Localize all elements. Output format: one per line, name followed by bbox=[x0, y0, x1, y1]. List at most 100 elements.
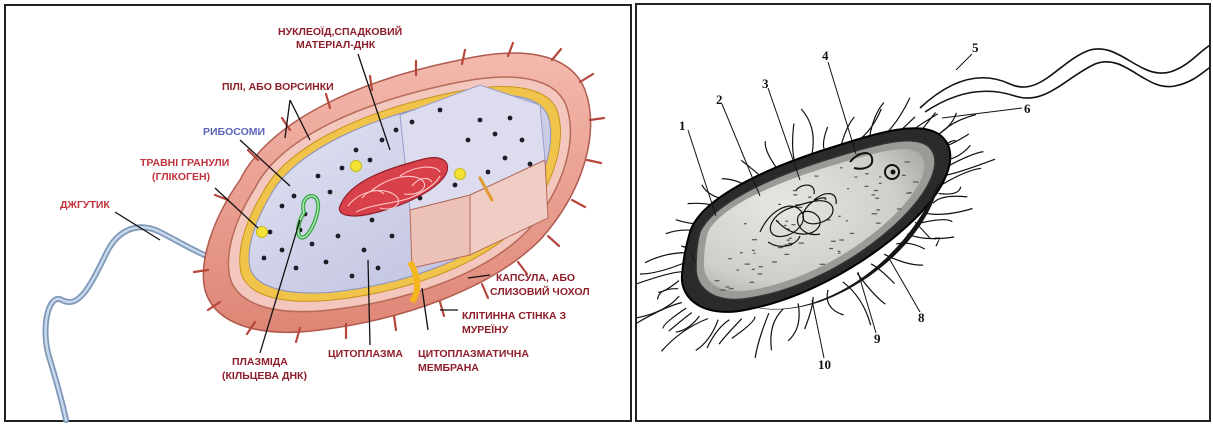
pilus-hair bbox=[707, 320, 729, 348]
granule-speck bbox=[750, 282, 755, 283]
number-label-2: 2 bbox=[716, 92, 723, 107]
right-panel: 1 2 3 4 5 6 7 8 9 10 bbox=[632, 4, 1212, 421]
pilus-hair bbox=[788, 303, 799, 340]
ribosomes-label: РИБОСОМИ bbox=[203, 126, 265, 138]
granule-speck bbox=[872, 213, 878, 214]
number-label-10: 10 bbox=[818, 357, 831, 372]
granule-speck bbox=[752, 239, 757, 240]
granule-speck bbox=[715, 280, 720, 281]
granule-speck bbox=[865, 186, 869, 187]
granule-speck bbox=[787, 240, 790, 241]
left-panel: НУКЛЕОЇД,СПАДКОВИЙ МАТЕРІАЛ-ДНК ПІЛІ, АБ… bbox=[5, 5, 631, 421]
granule-speck bbox=[905, 161, 910, 162]
granule-speck bbox=[752, 250, 755, 251]
granule-speck bbox=[726, 286, 730, 287]
granule-speck bbox=[729, 288, 734, 289]
pili-label: ПІЛІ, АБО ВОРСИНКИ bbox=[222, 81, 334, 93]
pilus-hair bbox=[907, 234, 954, 239]
granule-speck bbox=[814, 176, 818, 177]
granule-speck bbox=[744, 223, 747, 224]
granule-speck bbox=[808, 197, 811, 198]
granule-speck bbox=[784, 225, 787, 226]
granule-speck bbox=[720, 289, 726, 290]
flagellum-label: ДЖГУТИК bbox=[60, 199, 110, 211]
pilus-hair bbox=[805, 297, 814, 329]
cell-wall-label: КЛІТИННА СТІНКА З МУРЕЇНУ bbox=[462, 310, 569, 336]
granule-speck bbox=[772, 261, 777, 262]
pilus-hair bbox=[635, 303, 682, 325]
capsule-label: КАПСУЛА, АБО СЛИЗОВИЙ ЧОХОЛ bbox=[490, 272, 590, 298]
pilus-hair bbox=[658, 289, 679, 300]
pilus-hair bbox=[939, 187, 961, 194]
granule-speck bbox=[753, 253, 755, 254]
granule-speck bbox=[902, 175, 906, 176]
pilus-hair bbox=[857, 273, 885, 304]
right-flagella bbox=[920, 44, 1212, 112]
granule-speck bbox=[793, 194, 797, 195]
granule-speck bbox=[740, 252, 743, 253]
plasmid-label: ПЛАЗМІДА (КІЛЬЦЕВА ДНК) bbox=[222, 356, 307, 382]
granule-speck bbox=[745, 264, 750, 265]
granule-speck bbox=[785, 221, 788, 222]
granule-speck bbox=[784, 254, 789, 255]
pilus-hair bbox=[945, 159, 995, 175]
number-label-3: 3 bbox=[762, 76, 769, 91]
granule-speck bbox=[789, 238, 792, 239]
pilus-hair bbox=[658, 281, 679, 293]
number-label-8: 8 bbox=[918, 310, 925, 325]
granule-speck bbox=[876, 223, 881, 224]
granule-speck bbox=[850, 233, 854, 234]
granule-speck bbox=[840, 167, 843, 168]
granule-speck bbox=[897, 208, 902, 209]
number-label-4: 4 bbox=[822, 48, 829, 63]
granule-speck bbox=[913, 181, 919, 182]
granule-speck bbox=[736, 270, 739, 271]
granule-speck bbox=[728, 258, 732, 259]
number-label-5: 5 bbox=[972, 40, 979, 55]
pilus-hair bbox=[719, 319, 742, 344]
granule-speck bbox=[839, 239, 844, 240]
granule-speck bbox=[778, 204, 781, 205]
pilus-hair bbox=[926, 209, 973, 215]
granule-speck bbox=[799, 243, 805, 244]
granule-speck bbox=[865, 173, 869, 174]
granule-speck bbox=[909, 192, 912, 193]
food-granules-label: ТРАВНІ ГРАНУЛИ (ГЛІКОГЕН) bbox=[140, 157, 232, 183]
pilus-hair bbox=[663, 308, 686, 328]
granule-speck bbox=[875, 198, 879, 199]
granule-speck bbox=[846, 220, 848, 221]
granule-speck bbox=[778, 247, 783, 248]
pilus-hair bbox=[732, 317, 755, 339]
membrane-label: ЦИТОПЛАЗМАТИЧНА МЕМБРАНА bbox=[418, 348, 532, 374]
granule-speck bbox=[876, 209, 880, 210]
pilus-hair bbox=[801, 109, 813, 159]
pilus-hair bbox=[933, 196, 967, 203]
pilus-hair bbox=[871, 264, 895, 284]
number-label-1: 1 bbox=[679, 118, 686, 133]
granule-speck bbox=[872, 194, 875, 195]
granule-speck bbox=[838, 253, 841, 254]
pilus-hair bbox=[755, 313, 769, 358]
pilus-hair bbox=[771, 309, 783, 351]
granule-speck bbox=[829, 248, 833, 249]
granule-speck bbox=[759, 266, 763, 267]
granule-speck bbox=[838, 251, 841, 252]
granule-speck bbox=[820, 264, 825, 265]
nucleoid-label: НУКЛЕОЇД,СПАДКОВИЙ МАТЕРІАЛ-ДНК bbox=[278, 25, 405, 51]
granule-speck bbox=[855, 177, 858, 178]
granule-speck bbox=[874, 190, 878, 191]
number-label-6: 6 bbox=[1024, 101, 1031, 116]
granule-speck bbox=[791, 224, 795, 225]
granule-speck bbox=[879, 183, 882, 184]
granule-speck bbox=[831, 241, 836, 242]
granule-speck bbox=[847, 188, 849, 189]
flagellum bbox=[46, 227, 225, 420]
granule-speck bbox=[879, 176, 881, 177]
granule-speck bbox=[825, 199, 827, 200]
cytoplasm-label: ЦИТОПЛАЗМА bbox=[328, 348, 403, 360]
pilus-hair bbox=[632, 296, 680, 319]
granule-speck bbox=[758, 273, 763, 274]
granule-speck bbox=[838, 216, 841, 217]
number-label-7: 7 bbox=[934, 234, 941, 249]
